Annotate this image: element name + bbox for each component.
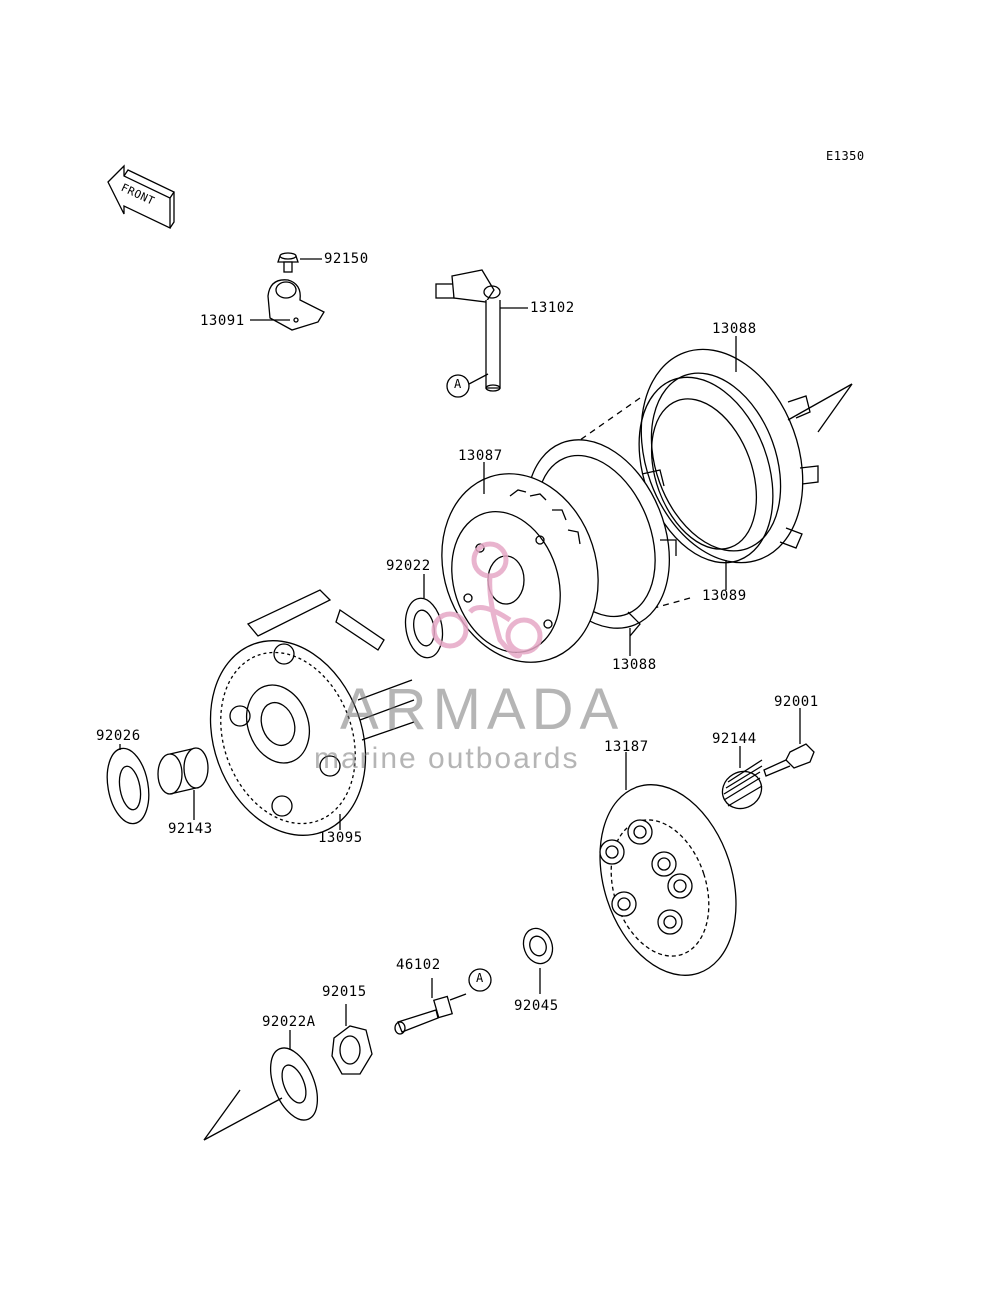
front-arrow-icon	[107, 164, 175, 230]
label-92026: 92026	[96, 728, 141, 744]
washer-92022-icon	[404, 597, 444, 659]
clutch-hub-13087-icon	[441, 473, 599, 663]
label-92022: 92022	[386, 558, 431, 574]
bolt-92150-icon	[277, 252, 322, 273]
label-13087: 13087	[458, 448, 503, 464]
label-13088-top: 13088	[712, 321, 757, 337]
washer-92026-icon	[106, 747, 150, 825]
label-92022a: 92022A	[262, 1014, 316, 1030]
watermark-logo-icon	[431, 541, 543, 659]
ref-marker-a-top-label: A	[454, 377, 462, 391]
bolt-92001-icon	[763, 743, 815, 777]
nut-92015-icon	[331, 1025, 373, 1075]
label-92015: 92015	[322, 984, 367, 1000]
collar-92143-icon	[157, 747, 209, 795]
push-rod-13102-icon	[435, 269, 528, 398]
push-rod-46102-icon	[394, 968, 492, 1035]
label-92143: 92143	[168, 821, 213, 837]
label-46102: 46102	[396, 957, 441, 973]
label-13102: 13102	[530, 300, 575, 316]
ref-marker-a-bottom	[468, 968, 492, 992]
clutch-housing-13095-icon	[209, 589, 415, 836]
bearing-92045-icon	[522, 927, 554, 965]
diagram-code: E1350	[826, 149, 865, 163]
watermark-title: ARMADA	[340, 677, 625, 742]
ref-marker-a-bottom-label: A	[476, 971, 484, 985]
label-13095: 13095	[318, 830, 363, 846]
label-13187: 13187	[604, 739, 649, 755]
clamp-13091-icon	[250, 279, 325, 331]
spring-92144-icon	[721, 759, 763, 810]
label-92150: 92150	[324, 251, 369, 267]
ref-marker-a-top	[446, 374, 470, 398]
label-92045: 92045	[514, 998, 559, 1014]
label-13091: 13091	[200, 313, 245, 329]
washer-92022a-icon	[269, 1047, 319, 1121]
clutch-plate-13088-icon	[640, 348, 819, 564]
label-92144: 92144	[712, 731, 757, 747]
label-13088-bottom: 13088	[612, 657, 657, 673]
pressure-plate-13187-icon	[599, 784, 737, 976]
watermark-subtitle: marine outboards	[314, 742, 580, 775]
label-92001: 92001	[774, 694, 819, 710]
label-13089: 13089	[702, 588, 747, 604]
